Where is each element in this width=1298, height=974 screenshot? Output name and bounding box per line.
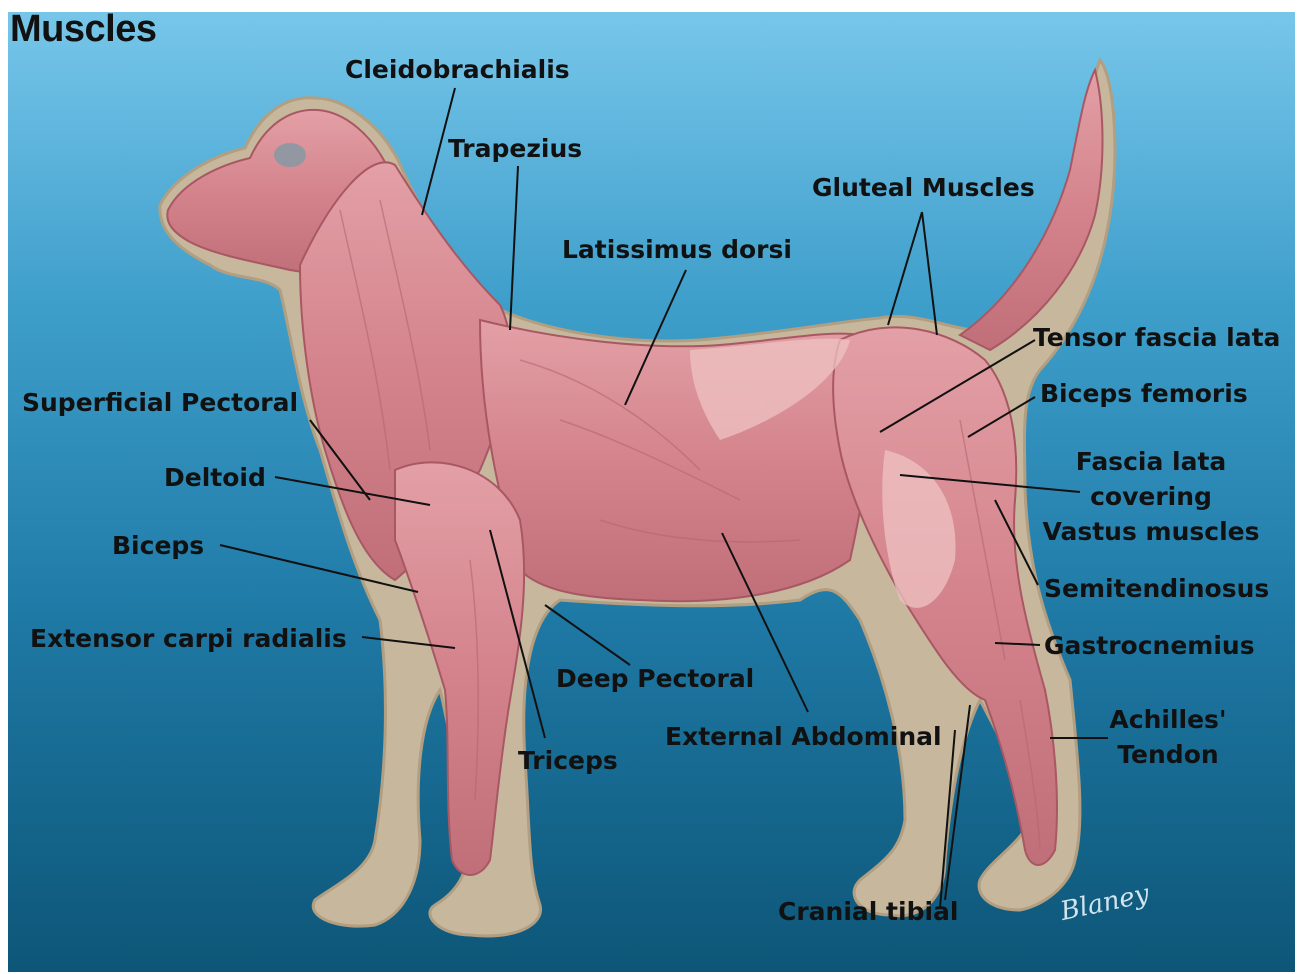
label-extensor-carpi-radialis: Extensor carpi radialis xyxy=(30,621,347,656)
label-external-abdominal: External Abdominal xyxy=(665,719,942,754)
label-biceps: Biceps xyxy=(112,528,204,563)
label-achilles-line1: Achilles' xyxy=(1098,702,1238,737)
label-cranial-tibial: Cranial tibial xyxy=(778,894,958,929)
label-gastrocnemius: Gastrocnemius xyxy=(1044,628,1255,663)
label-trapezius: Trapezius xyxy=(448,131,582,166)
leader-trapezius xyxy=(510,166,518,330)
leader-gluteal-1 xyxy=(888,212,922,325)
label-triceps: Triceps xyxy=(518,743,618,778)
leader-deep-pectoral xyxy=(545,605,630,665)
label-fascia-lata-line2: covering xyxy=(1036,479,1266,514)
label-cleidobrachialis: Cleidobrachialis xyxy=(345,52,570,87)
diagram-title: Muscles xyxy=(10,8,156,51)
label-achilles-line2: Tendon xyxy=(1098,737,1238,772)
label-tensor-fascia-lata: Tensor fascia lata xyxy=(1033,320,1280,355)
leader-gluteal-2 xyxy=(922,212,937,335)
label-fascia-lata-line3: Vastus muscles xyxy=(1036,514,1266,549)
label-gluteal-muscles: Gluteal Muscles xyxy=(812,170,1035,205)
label-fascia-lata-line1: Fascia lata xyxy=(1036,444,1266,479)
label-biceps-femoris: Biceps femoris xyxy=(1040,376,1248,411)
label-fascia-lata-covering: Fascia lata covering Vastus muscles xyxy=(1036,444,1266,549)
label-semitendinosus: Semitendinosus xyxy=(1044,571,1269,606)
label-deep-pectoral: Deep Pectoral xyxy=(556,661,754,696)
label-superficial-pectoral: Superficial Pectoral xyxy=(22,385,298,420)
label-latissimus-dorsi: Latissimus dorsi xyxy=(562,232,792,267)
label-deltoid: Deltoid xyxy=(164,460,266,495)
label-achilles-tendon: Achilles' Tendon xyxy=(1098,702,1238,772)
